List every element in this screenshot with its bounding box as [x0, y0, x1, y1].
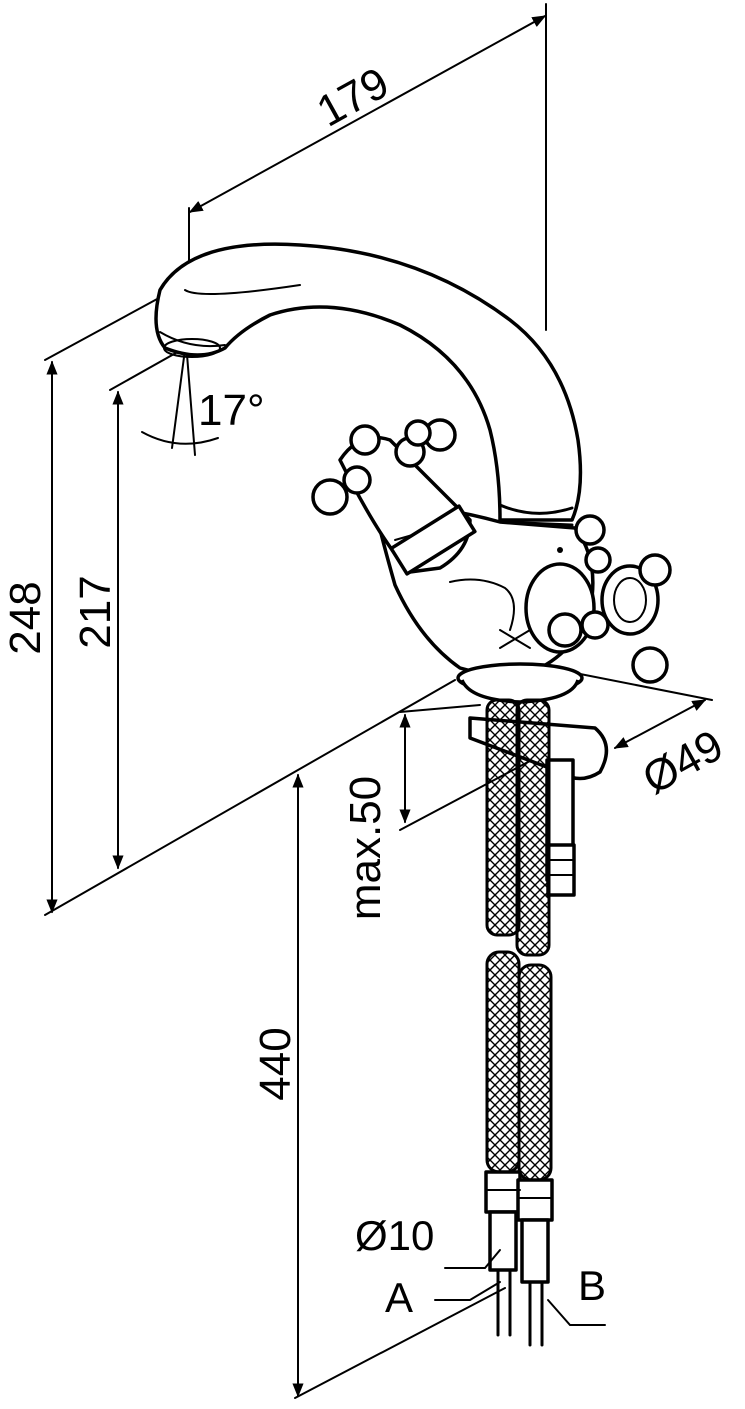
total-height-dimension: 248	[1, 291, 456, 916]
base-diameter-label: Ø49	[635, 721, 731, 804]
hose-length-dimension: 440	[251, 773, 506, 1399]
hose-length-label: 440	[251, 1027, 300, 1100]
outlet-height-label: 217	[71, 575, 120, 648]
connection-b-label: B	[578, 1262, 606, 1309]
connection-labels: Ø10 A B	[355, 1212, 606, 1326]
hose-diameter-label: Ø10	[355, 1212, 434, 1259]
left-handle	[311, 418, 477, 576]
counter-thickness-dimension: max.50	[341, 704, 561, 920]
angle-label: 17°	[198, 386, 265, 435]
angle-dimension: 17°	[141, 341, 265, 456]
supply-hoses	[484, 698, 554, 1347]
right-handle	[524, 514, 672, 684]
reach-label: 179	[309, 58, 397, 136]
outlet-height-dimension: 217	[71, 344, 191, 870]
total-height-label: 248	[1, 581, 50, 654]
connection-a-label: A	[385, 1274, 413, 1321]
counter-thickness-label: max.50	[341, 776, 390, 920]
